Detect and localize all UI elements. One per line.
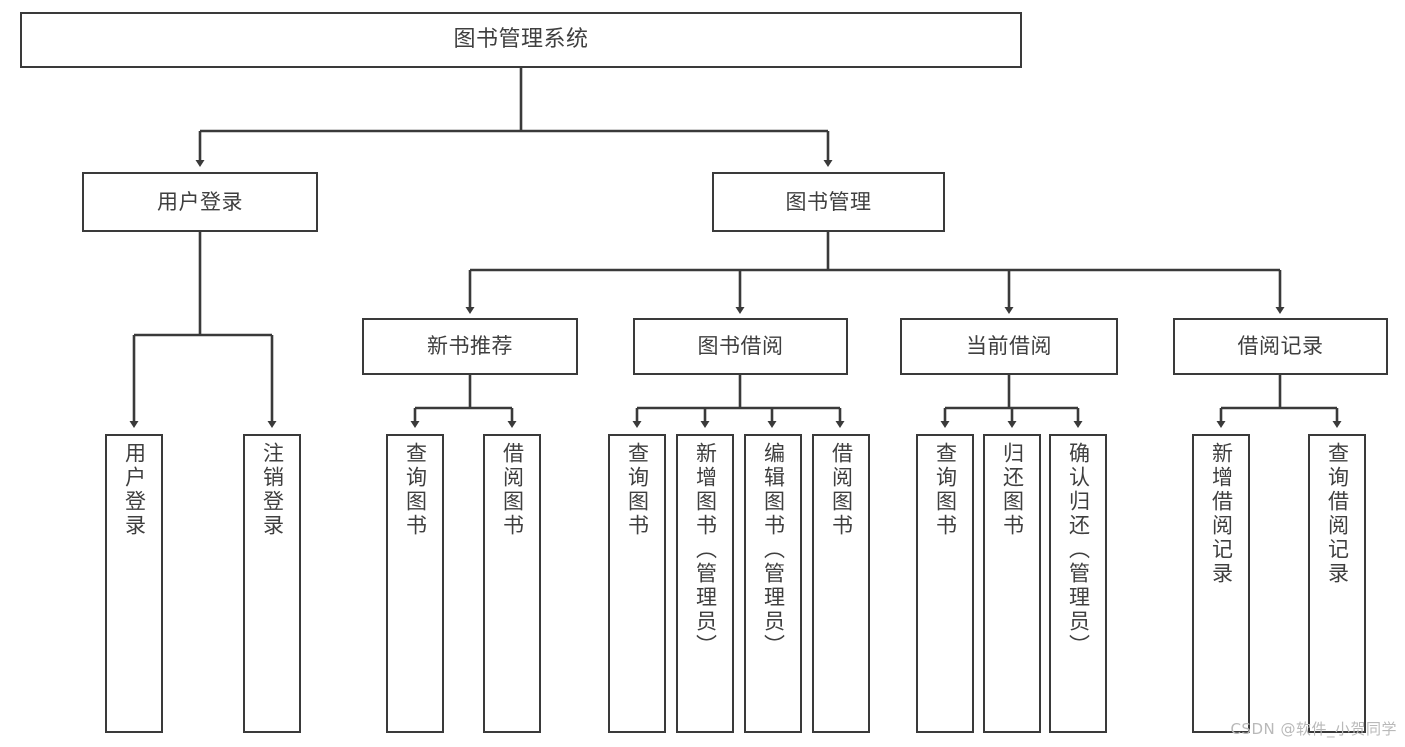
leaf-current-return-book[interactable]: 归还图书	[983, 434, 1041, 733]
node-label: 用户登录	[122, 442, 147, 538]
leaf-recommend-query-book[interactable]: 查询图书	[386, 434, 444, 733]
leaf-record-query-record[interactable]: 查询借阅记录	[1308, 434, 1366, 733]
node-label: 图书管理系统	[453, 27, 589, 53]
node-label: 查询图书	[933, 442, 958, 538]
node-book-management[interactable]: 图书管理	[712, 172, 945, 232]
node-current-borrow[interactable]: 当前借阅	[900, 318, 1118, 375]
node-label: 当前借阅	[966, 334, 1052, 359]
leaf-borrow-edit-book-admin[interactable]: 编辑图书（管理员）	[744, 434, 802, 733]
node-label: 借阅图书	[829, 442, 854, 538]
leaf-record-add-record[interactable]: 新增借阅记录	[1192, 434, 1250, 733]
node-user-login[interactable]: 用户登录	[82, 172, 318, 232]
node-label: 查询借阅记录	[1325, 442, 1350, 586]
node-label: 借阅记录	[1237, 334, 1324, 359]
node-label: 用户登录	[157, 189, 243, 214]
watermark-text: CSDN @软件_小贺同学	[1230, 720, 1397, 738]
leaf-borrow-borrow-book[interactable]: 借阅图书	[812, 434, 870, 733]
node-label: 查询图书	[625, 442, 650, 538]
leaf-borrow-add-book-admin[interactable]: 新增图书（管理员）	[676, 434, 734, 733]
leaf-current-query-book[interactable]: 查询图书	[916, 434, 974, 733]
node-label: 图书借阅	[697, 334, 784, 359]
node-label: 新增借阅记录	[1209, 442, 1234, 586]
leaf-recommend-borrow-book[interactable]: 借阅图书	[483, 434, 541, 733]
leaf-user-login-signin[interactable]: 用户登录	[105, 434, 163, 733]
node-label: 借阅图书	[500, 442, 525, 538]
leaf-user-login-signout[interactable]: 注销登录	[243, 434, 301, 733]
leaf-borrow-query-book[interactable]: 查询图书	[608, 434, 666, 733]
node-label: 查询图书	[403, 442, 428, 538]
node-book-borrow[interactable]: 图书借阅	[633, 318, 848, 375]
node-new-book-recommend[interactable]: 新书推荐	[362, 318, 578, 375]
node-label: 归还图书	[1000, 442, 1025, 538]
leaf-current-confirm-return-admin[interactable]: 确认归还（管理员）	[1049, 434, 1107, 733]
node-label: 注销登录	[260, 442, 285, 538]
node-label: 图书管理	[785, 189, 872, 214]
node-label: 新书推荐	[427, 334, 513, 359]
node-root-system[interactable]: 图书管理系统	[20, 12, 1022, 68]
node-label: 新增图书（管理员）	[693, 442, 718, 658]
node-label: 确认归还（管理员）	[1066, 442, 1091, 658]
node-label: 编辑图书（管理员）	[761, 442, 786, 658]
node-borrow-record[interactable]: 借阅记录	[1173, 318, 1388, 375]
